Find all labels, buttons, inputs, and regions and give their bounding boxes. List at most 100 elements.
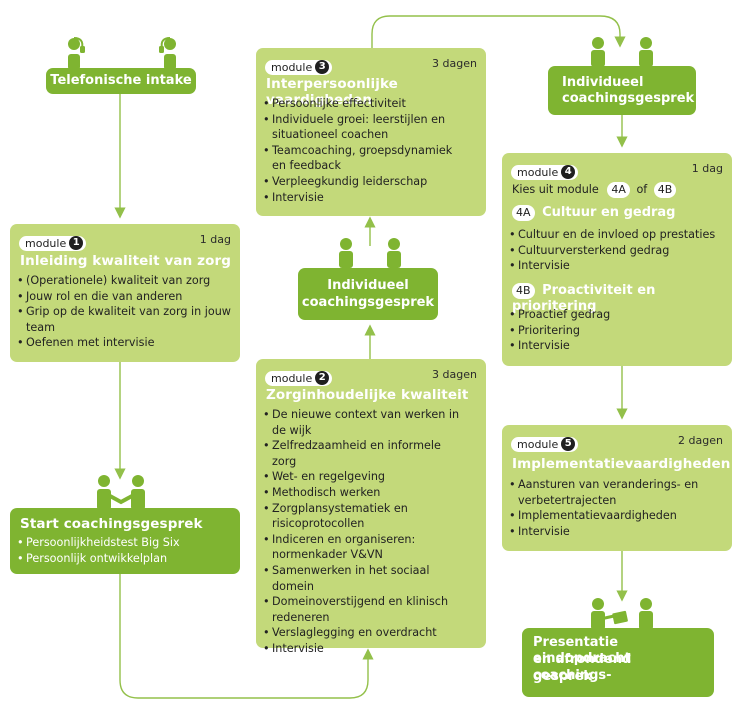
list-item: Samenwerken in het sociaal domein — [263, 563, 468, 594]
coaching-mid-line1: Individueel — [327, 278, 409, 293]
phone-person-icon — [68, 37, 85, 70]
handshake-icon — [97, 475, 145, 510]
list-item: Intervisie — [509, 258, 724, 274]
list-item: Methodisch werken — [263, 485, 468, 501]
list-item: Implementatievaardigheden — [509, 508, 714, 524]
phone-person-icon — [159, 37, 176, 70]
arrow-module3-to-coaching-right — [371, 15, 626, 48]
list-item: Wet- en regelgeving — [263, 469, 468, 485]
module-label: module — [271, 372, 313, 385]
list-item: Persoonlijk ontwikkelplan — [17, 551, 232, 567]
list-item: Intervisie — [509, 338, 724, 354]
list-item: Individuele groei: leerstijlen en situat… — [263, 112, 468, 143]
coaching-mid-line2: coachingsgesprek — [301, 295, 435, 310]
sub-4a-badge: 4A — [512, 205, 535, 221]
module-number: 4 — [561, 165, 576, 179]
coaching-people-icon — [339, 238, 401, 268]
list-item: Teamcoaching, groepsdynamiek en feedback — [263, 143, 468, 174]
list-item: Oefenen met intervisie — [17, 335, 232, 351]
start-coaching-box: Start coachingsgesprek Persoonlijkheidst… — [10, 508, 240, 574]
module5-items: Aansturen van veranderings- en verbetert… — [509, 477, 714, 539]
coaching-right-line2: coachingsgesprek — [562, 91, 695, 106]
sub-4b-badge: 4B — [512, 283, 535, 299]
module3-days: 3 dagen — [432, 57, 477, 70]
module-number: 5 — [561, 437, 576, 451]
final-line1: Presentatie eindopdracht — [533, 635, 631, 666]
module2-title: Zorginhoudelijke kwaliteit — [266, 387, 469, 403]
module4b-items: Proactief gedrag Prioritering Intervisie — [509, 307, 724, 354]
final-box: Presentatie eindopdracht en afrondend co… — [522, 628, 714, 697]
intake-label: Telefonische intake — [50, 73, 192, 88]
module5-title: Implementatievaardigheden — [512, 456, 731, 472]
option-4b-badge: 4B — [653, 182, 677, 198]
coaching-people-icon — [591, 37, 653, 67]
module-label: module — [517, 438, 559, 451]
list-item: Grip op de kwaliteit van zorg in jouw te… — [17, 304, 232, 335]
intake-box: Telefonische intake — [46, 68, 196, 94]
module5-days: 2 dagen — [678, 434, 723, 447]
module-label: module — [271, 61, 313, 74]
start-title: Start coachingsgesprek — [20, 516, 203, 532]
module4a-items: Cultuur en de invloed op prestaties Cult… — [509, 227, 724, 274]
list-item: Zorgplansystematiek en risicoprotocollen — [263, 501, 468, 532]
start-items: Persoonlijkheidstest Big Six Persoonlijk… — [17, 535, 232, 566]
list-item: Verpleegkundig leiderschap — [263, 174, 468, 190]
module2-items: De nieuwe context van werken in de wijk … — [263, 407, 468, 657]
final-line3: gesprek — [533, 669, 593, 684]
list-item: Proactief gedrag — [509, 307, 724, 323]
module4a-header: 4A Cultuur en gedrag — [512, 205, 676, 221]
list-item: Aansturen van veranderings- en verbetert… — [509, 477, 714, 508]
list-item: Prioritering — [509, 323, 724, 339]
sub-4a-title: Cultuur en gedrag — [542, 205, 676, 220]
list-item: Persoonlijke effectiviteit — [263, 96, 468, 112]
module-number: 2 — [315, 371, 330, 385]
module1-items: (Operationele) kwaliteit van zorg Jouw r… — [17, 273, 232, 351]
module4-of-text: of — [636, 183, 648, 196]
list-item: Intervisie — [263, 641, 468, 657]
list-item: (Operationele) kwaliteit van zorg — [17, 273, 232, 289]
coaching-mid-box: Individueel coachingsgesprek — [298, 268, 438, 320]
module-label: module — [25, 237, 67, 250]
module4-days: 1 dag — [691, 162, 723, 175]
final-line2: en afrondend coachings- — [533, 652, 632, 683]
module-number: 3 — [315, 60, 330, 74]
option-4a-badge: 4A — [607, 182, 630, 198]
module-label: module — [517, 166, 559, 179]
list-item: Domeinoverstijgend en klinisch redeneren — [263, 594, 468, 625]
module4-choose-text: Kies uit module — [512, 183, 599, 196]
list-item: Intervisie — [263, 190, 468, 206]
list-item: Persoonlijkheidstest Big Six — [17, 535, 232, 551]
module-number: 1 — [69, 236, 84, 250]
list-item: Verslaglegging en overdracht — [263, 625, 468, 641]
coaching-right-box: Individueel coachingsgesprek — [548, 66, 696, 115]
presentation-people-icon — [591, 598, 653, 630]
list-item: De nieuwe context van werken in de wijk — [263, 407, 468, 438]
list-item: Intervisie — [509, 524, 714, 540]
module2-days: 3 dagen — [432, 368, 477, 381]
module1-title: Inleiding kwaliteit van zorg — [20, 253, 231, 269]
list-item: Jouw rol en die van anderen — [17, 289, 232, 305]
list-item: Indiceren en organiseren: normenkader V&… — [263, 532, 468, 563]
list-item: Cultuurversterkend gedrag — [509, 243, 724, 259]
coaching-right-line1: Individueel — [562, 75, 644, 90]
module1-days: 1 dag — [199, 233, 231, 246]
module3-items: Persoonlijke effectiviteit Individuele g… — [263, 96, 468, 205]
list-item: Zelfredzaamheid en informele zorg — [263, 438, 468, 469]
module4-choice-row: Kies uit module 4A of 4B — [512, 181, 677, 199]
list-item: Cultuur en de invloed op prestaties — [509, 227, 724, 243]
